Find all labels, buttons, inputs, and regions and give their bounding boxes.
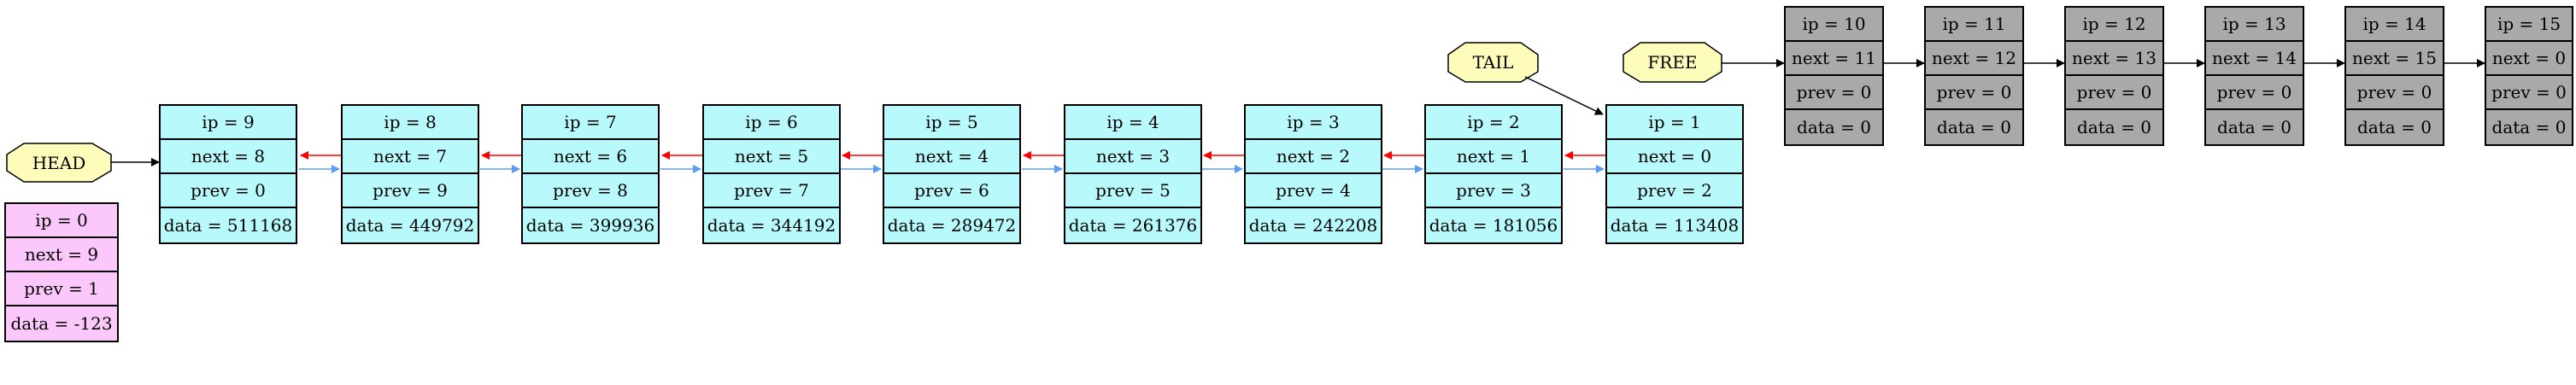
node-next: next = 6 (523, 140, 658, 174)
free-node-10: ip = 10 next = 11 prev = 0 data = 0 (1784, 6, 1884, 146)
node-prev: prev = 9 (343, 174, 478, 208)
node-prev: prev = 1 (6, 272, 117, 306)
free-node-15: ip = 15 next = 0 prev = 0 data = 0 (2485, 6, 2573, 146)
node-next: next = 12 (1926, 42, 2022, 76)
node-prev: prev = 6 (884, 174, 1019, 208)
node-next: next = 13 (2066, 42, 2162, 76)
node-ip: ip = 0 (6, 204, 117, 238)
node-next: next = 1 (1426, 140, 1561, 174)
node-prev: prev = 0 (1786, 76, 1882, 110)
node-data: data = 0 (2357, 117, 2432, 137)
tail-pointer-edge (1524, 76, 1604, 115)
node-next: next = 4 (884, 140, 1019, 174)
node-ip: ip = 12 (2066, 8, 2162, 42)
node-ip: ip = 3 (1246, 106, 1381, 140)
node-data: data = 181056 (1429, 215, 1558, 236)
node-ip: ip = 10 (1786, 8, 1882, 42)
node-prev: prev = 2 (1607, 174, 1742, 208)
node-ip: ip = 5 (884, 106, 1019, 140)
node-data: data = 344192 (707, 215, 836, 236)
free-marker: FREE (1647, 52, 1698, 73)
free-marker-shape (1622, 42, 1722, 83)
node-ip: ip = 6 (704, 106, 839, 140)
node-next: next = 7 (343, 140, 478, 174)
list-node-0: ip = 0 next = 9 prev = 1 data = -123 (4, 202, 119, 342)
node-next: next = 15 (2346, 42, 2443, 76)
node-data: data = 261376 (1068, 215, 1198, 236)
node-ip: ip = 2 (1426, 106, 1561, 140)
node-data: data = 449792 (345, 215, 475, 236)
list-node-1: ip = 1 next = 0 prev = 2 data = 113408 (1605, 104, 1744, 244)
tail-marker-shape (1447, 42, 1539, 83)
node-next: next = 9 (6, 238, 117, 272)
tail-marker: TAIL (1472, 52, 1514, 73)
node-data: data = 0 (1937, 117, 2011, 137)
list-node-6: ip = 6 next = 5 prev = 7 data = 344192 (702, 104, 841, 244)
node-prev: prev = 0 (2486, 76, 2572, 110)
node-data: data = 242208 (1248, 215, 1378, 236)
node-next: next = 2 (1246, 140, 1381, 174)
free-node-14: ip = 14 next = 15 prev = 0 data = 0 (2344, 6, 2444, 146)
free-node-13: ip = 13 next = 14 prev = 0 data = 0 (2204, 6, 2304, 146)
node-ip: ip = 8 (343, 106, 478, 140)
head-marker-shape (6, 143, 112, 183)
node-ip: ip = 15 (2486, 8, 2572, 42)
list-node-2: ip = 2 next = 1 prev = 3 data = 181056 (1424, 104, 1563, 244)
free-node-12: ip = 12 next = 13 prev = 0 data = 0 (2064, 6, 2164, 146)
node-data: data = -123 (10, 313, 113, 334)
node-prev: prev = 0 (1926, 76, 2022, 110)
node-data: data = 113408 (1610, 215, 1740, 236)
node-ip: ip = 13 (2206, 8, 2303, 42)
node-data: data = 0 (1797, 117, 1871, 137)
node-prev: prev = 3 (1426, 174, 1561, 208)
node-next: next = 11 (1786, 42, 1882, 76)
node-prev: prev = 5 (1065, 174, 1200, 208)
node-next: next = 0 (2486, 42, 2572, 76)
node-next: next = 14 (2206, 42, 2303, 76)
node-prev: prev = 0 (2066, 76, 2162, 110)
list-node-8: ip = 8 next = 7 prev = 9 data = 449792 (341, 104, 479, 244)
node-ip: ip = 14 (2346, 8, 2443, 42)
node-ip: ip = 1 (1607, 106, 1742, 140)
node-next: next = 5 (704, 140, 839, 174)
free-node-11: ip = 11 next = 12 prev = 0 data = 0 (1924, 6, 2024, 146)
node-data: data = 0 (2491, 117, 2567, 137)
node-data: data = 399936 (525, 215, 655, 236)
node-ip: ip = 4 (1065, 106, 1200, 140)
node-ip: ip = 9 (161, 106, 296, 140)
node-data: data = 511168 (163, 215, 293, 236)
node-prev: prev = 0 (2206, 76, 2303, 110)
node-prev: prev = 7 (704, 174, 839, 208)
list-node-7: ip = 7 next = 6 prev = 8 data = 399936 (521, 104, 660, 244)
list-node-5: ip = 5 next = 4 prev = 6 data = 289472 (883, 104, 1021, 244)
node-ip: ip = 7 (523, 106, 658, 140)
node-next: next = 0 (1607, 140, 1742, 174)
node-ip: ip = 11 (1926, 8, 2022, 42)
node-prev: prev = 0 (2346, 76, 2443, 110)
node-next: next = 8 (161, 140, 296, 174)
node-data: data = 0 (2217, 117, 2291, 137)
node-prev: prev = 8 (523, 174, 658, 208)
node-prev: prev = 0 (161, 174, 296, 208)
node-data: data = 289472 (887, 215, 1017, 236)
head-marker: HEAD (32, 152, 86, 173)
node-data: data = 0 (2077, 117, 2151, 137)
list-node-9: ip = 9 next = 8 prev = 0 data = 511168 (159, 104, 297, 244)
node-prev: prev = 4 (1246, 174, 1381, 208)
list-node-3: ip = 3 next = 2 prev = 4 data = 242208 (1244, 104, 1382, 244)
node-next: next = 3 (1065, 140, 1200, 174)
list-node-4: ip = 4 next = 3 prev = 5 data = 261376 (1064, 104, 1202, 244)
